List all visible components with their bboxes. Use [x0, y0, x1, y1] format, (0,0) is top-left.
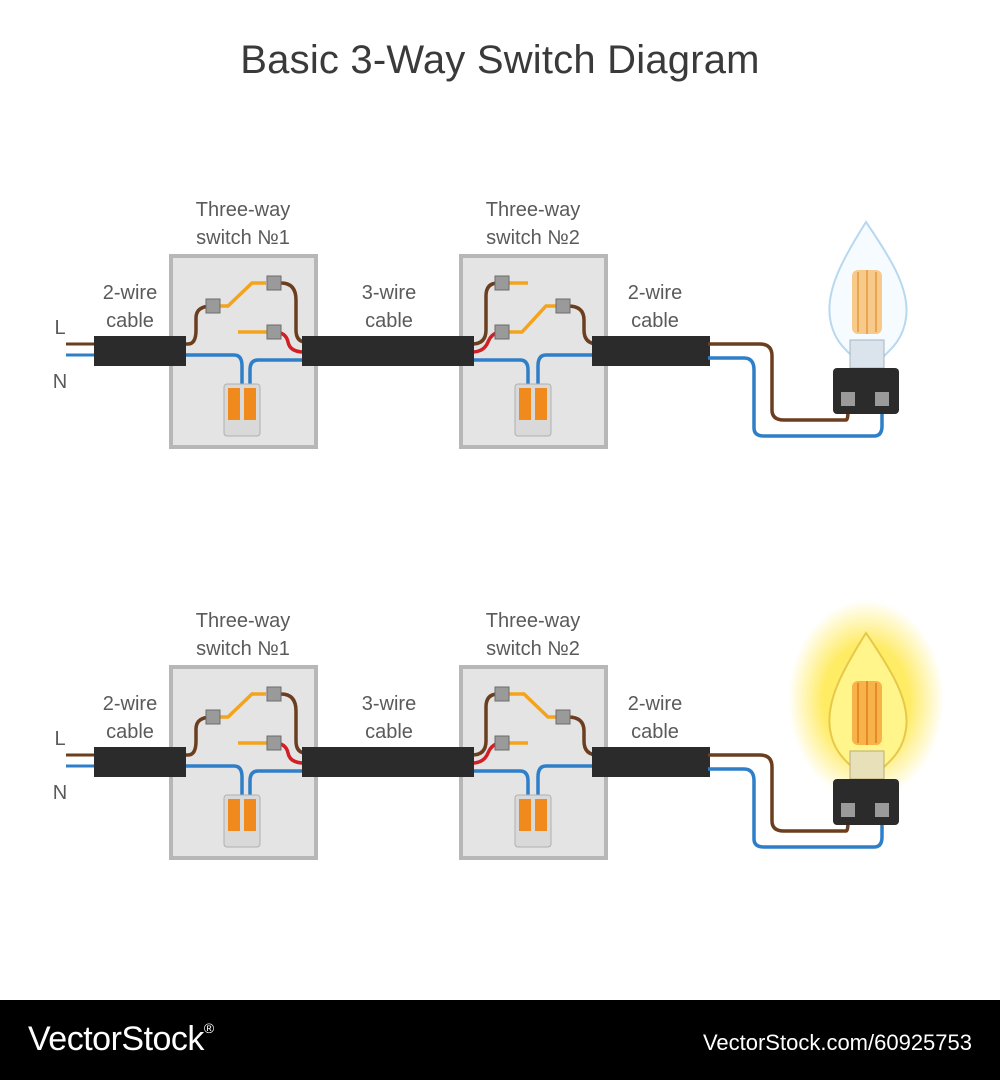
switch1-connector-lever-b [244, 799, 256, 831]
switch1-traveler-brown [280, 692, 307, 755]
diagram-bottom: Three-way switch №1 Three-way switch №2 … [53, 600, 944, 860]
cable-2wire-right [592, 747, 710, 777]
switch2-label-line1: Three-way [486, 610, 580, 632]
switch2-terminal-lower [494, 324, 510, 340]
live-label: L [54, 728, 65, 750]
switch1-neutral-in [186, 764, 244, 799]
cable3-label-line1: 3-wire [362, 282, 416, 304]
switch2-label-line1: Three-way [486, 199, 580, 221]
switch2-lever [508, 304, 558, 334]
cable3-label-line1: 3-wire [362, 693, 416, 715]
switch1-connector-lever-a [228, 799, 240, 831]
cable2-left-label-line2: cable [106, 721, 154, 743]
cable2-right-label-line1: 2-wire [628, 282, 682, 304]
neutral-label: N [53, 371, 67, 393]
cable2-left-label-line1: 2-wire [103, 282, 157, 304]
live-label: L [54, 317, 65, 339]
switch2-connector-lever-a [519, 388, 531, 420]
lamp-socket-terminal [841, 392, 855, 406]
switch2-terminal-common [555, 298, 571, 314]
switch2-traveler-brown [471, 281, 499, 346]
registered-mark: ® [203, 1020, 214, 1036]
switch1-traveler-brown [280, 281, 307, 344]
switch2-connector-lever-b [535, 388, 547, 420]
lamp-socket-on [833, 779, 899, 825]
switch1-connector-lever-b [244, 388, 256, 420]
switch2-connector-lever-a [519, 799, 531, 831]
switch1-terminal-lower [266, 324, 282, 340]
switch1-neutral-in [186, 353, 244, 388]
switch2-neutral-out [536, 764, 596, 799]
switch1-label-line1: Three-way [196, 199, 290, 221]
switch1-connector-lever-a [228, 388, 240, 420]
bulb-base-on [849, 750, 885, 780]
cable-3wire [302, 747, 474, 777]
cable3-label-line2: cable [365, 721, 413, 743]
cable2-right-label-line2: cable [631, 721, 679, 743]
switch1-label-line2: switch №1 [196, 227, 290, 249]
switch2-live-out [567, 715, 599, 757]
wiring-diagrams: Three-way switch №1 Three-way switch №2 … [53, 199, 944, 860]
switch1-lever [216, 692, 266, 719]
lamp-socket-terminal [875, 392, 889, 406]
switch1-label-line2: switch №1 [196, 638, 290, 660]
footer-url[interactable]: VectorStock.com/60925753 [702, 1030, 972, 1055]
switch2-lever [508, 692, 558, 719]
cable-2wire-right [592, 336, 710, 366]
switch2-terminal-lower [494, 735, 510, 751]
cable2-left-label-line2: cable [106, 310, 154, 332]
bulb-base-off [849, 339, 885, 369]
diagram-top: Three-way switch №1 Three-way switch №2 … [53, 199, 908, 449]
cable2-right-label-line2: cable [631, 310, 679, 332]
switch2-terminal-common [555, 709, 571, 725]
switch1-lever [216, 281, 266, 308]
switch1-terminal-upper [266, 686, 282, 702]
cable2-left-label-line1: 2-wire [103, 693, 157, 715]
lamp-socket-off [833, 368, 899, 414]
cable3-label-line2: cable [365, 310, 413, 332]
lamp-neutral-wire [708, 767, 884, 849]
lamp-live-wire [708, 342, 850, 422]
switch2-connector-lever-b [535, 799, 547, 831]
switch1-label-line1: Three-way [196, 610, 290, 632]
cable2-right-label-line1: 2-wire [628, 693, 682, 715]
switch2-neutral-in [472, 769, 530, 799]
lamp-live-wire [708, 753, 850, 833]
switch2-terminal-upper [494, 686, 510, 702]
lamp-neutral-wire [708, 356, 884, 438]
footer-bar: VectorStock® VectorStock.com/60925753 [0, 1000, 1000, 1080]
cable-2wire-left [94, 336, 186, 366]
switch2-terminal-upper [494, 275, 510, 291]
switch1-terminal-common [205, 298, 221, 314]
switch2-live-out [567, 304, 599, 346]
footer-brand-text: VectorStock [28, 1020, 204, 1058]
cable-3wire [302, 336, 474, 366]
switch2-neutral-out [536, 353, 596, 388]
switch2-neutral-in [472, 358, 530, 388]
neutral-label: N [53, 782, 67, 804]
cable-2wire-left [94, 747, 186, 777]
switch1-neutral-out [248, 358, 304, 388]
lamp-socket-terminal [841, 803, 855, 817]
switch1-terminal-upper [266, 275, 282, 291]
switch1-terminal-lower [266, 735, 282, 751]
switch1-live-wire [180, 304, 213, 346]
switch2-traveler-brown [471, 692, 499, 757]
page-title: Basic 3-Way Switch Diagram [240, 38, 760, 82]
switch1-neutral-out [248, 769, 304, 799]
switch1-live-wire [180, 715, 213, 757]
switch2-label-line2: switch №2 [486, 227, 580, 249]
switch2-label-line2: switch №2 [486, 638, 580, 660]
footer-brand[interactable]: VectorStock® [28, 1020, 214, 1059]
lamp-socket-terminal [875, 803, 889, 817]
switch1-terminal-common [205, 709, 221, 725]
